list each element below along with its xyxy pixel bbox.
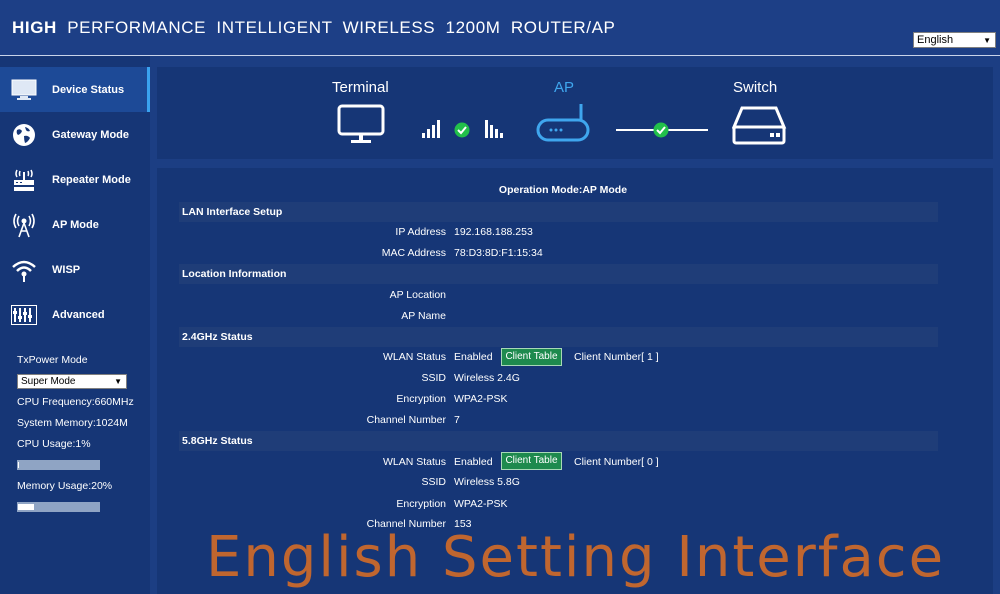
cpu-usage-bar <box>17 460 100 470</box>
link-line-icon <box>616 122 708 138</box>
cpu-usage-fill <box>18 462 19 468</box>
globe-icon <box>11 122 37 148</box>
watermark-text: English Setting Interface <box>206 525 946 590</box>
operation-mode: Operation Mode:AP Mode <box>498 184 628 196</box>
sidebar-item-ap-mode[interactable]: AP Mode <box>0 202 150 247</box>
sidebar-item-repeater-mode[interactable]: Repeater Mode <box>0 157 150 202</box>
encryption-label: Encryption <box>396 393 446 405</box>
section-lan: LAN Interface Setup <box>179 202 938 222</box>
sidebar-item-device-status[interactable]: Device Status <box>0 67 150 112</box>
antenna-icon <box>11 212 37 238</box>
wlan-status-value: Enabled <box>454 456 493 468</box>
cpu-frequency: CPU Frequency:660MHz <box>17 396 134 408</box>
sidebar-item-label: WISP <box>52 263 81 276</box>
wlan-status-label: WLAN Status <box>382 351 446 363</box>
txpower-select[interactable]: Super Mode ▼ <box>17 374 127 389</box>
channel-label: Channel Number <box>366 414 446 426</box>
memory-usage: Memory Usage:20% <box>17 480 113 492</box>
ap-label: AP <box>554 79 575 96</box>
ip-address-value: 192.168.188.253 <box>454 226 533 238</box>
memory-usage-bar <box>17 502 100 512</box>
title-rest: PERFORMANCE INTELLIGENT WIRELESS 1200M R… <box>67 18 616 37</box>
channel-value: 7 <box>454 414 460 426</box>
equalizer-icon <box>11 302 37 328</box>
encryption-value: WPA2-PSK <box>454 393 508 405</box>
section-5-8ghz: 5.8GHz Status <box>179 431 938 451</box>
encryption-value: WPA2-PSK <box>454 498 508 510</box>
status-panel: Operation Mode:AP Mode LAN Interface Set… <box>157 168 993 594</box>
switch-icon <box>732 106 787 145</box>
language-select[interactable]: English ▼ <box>913 32 996 48</box>
mac-address-value: 78:D3:8D:F1:15:34 <box>454 247 543 259</box>
client-table-button-2-4ghz[interactable]: Client Table <box>501 348 562 366</box>
encryption-label: Encryption <box>396 498 446 510</box>
ap-name-label: AP Name <box>401 310 446 322</box>
terminal-label: Terminal <box>332 79 389 96</box>
title-bold: HIGH <box>12 18 57 37</box>
section-2-4ghz: 2.4GHz Status <box>179 327 938 347</box>
channel-value: 153 <box>454 518 472 530</box>
cpu-usage: CPU Usage:1% <box>17 438 91 450</box>
channel-label: Channel Number <box>366 518 446 530</box>
wlan-status-label: WLAN Status <box>382 456 446 468</box>
ssid-value: Wireless 2.4G <box>454 372 520 384</box>
wlan-status-value: Enabled <box>454 351 493 363</box>
section-location: Location Information <box>179 264 938 284</box>
ssid-label: SSID <box>421 476 446 488</box>
ssid-label: SSID <box>421 372 446 384</box>
language-selected: English <box>917 34 954 46</box>
sidebar-item-label: AP Mode <box>52 218 99 231</box>
sidebar-item-label: Device Status <box>52 83 125 96</box>
monitor-icon <box>11 77 37 103</box>
signal-bars-icon <box>422 120 440 138</box>
txpower-label: TxPower Mode <box>17 354 88 366</box>
client-number: Client Number[ 1 ] <box>574 351 659 363</box>
memory-usage-fill <box>18 504 34 510</box>
check-icon <box>454 122 470 138</box>
topology-panel: Terminal AP Switch <box>157 67 993 159</box>
txpower-selected: Super Mode <box>21 376 76 387</box>
sidebar-item-wisp[interactable]: WISP <box>0 247 150 292</box>
system-memory: System Memory:1024M <box>17 417 128 429</box>
wifi-icon <box>11 257 37 283</box>
sidebar-item-advanced[interactable]: Advanced <box>0 292 150 337</box>
dropdown-arrow-icon: ▼ <box>114 377 122 386</box>
signal-bars-reverse-icon <box>485 120 503 138</box>
sidebar: Device Status Gateway Mode Repeater Mode <box>0 56 150 594</box>
dropdown-arrow-icon: ▼ <box>983 36 991 45</box>
ip-address-label: IP Address <box>395 226 446 238</box>
sidebar-item-label: Repeater Mode <box>52 173 131 186</box>
sidebar-item-gateway-mode[interactable]: Gateway Mode <box>0 112 150 157</box>
ap-router-icon <box>536 104 590 142</box>
terminal-icon <box>337 104 385 143</box>
repeater-icon <box>11 167 37 193</box>
page-title: HIGH PERFORMANCE INTELLIGENT WIRELESS 12… <box>12 18 615 38</box>
header: HIGH PERFORMANCE INTELLIGENT WIRELESS 12… <box>0 0 1000 56</box>
switch-label: Switch <box>733 79 778 96</box>
client-number: Client Number[ 0 ] <box>574 456 659 468</box>
sidebar-item-label: Gateway Mode <box>52 128 130 141</box>
client-table-button-5-8ghz[interactable]: Client Table <box>501 452 562 470</box>
mac-address-label: MAC Address <box>381 247 446 259</box>
sidebar-item-label: Advanced <box>52 308 105 321</box>
ap-location-label: AP Location <box>389 289 446 301</box>
ssid-value: Wireless 5.8G <box>454 476 520 488</box>
